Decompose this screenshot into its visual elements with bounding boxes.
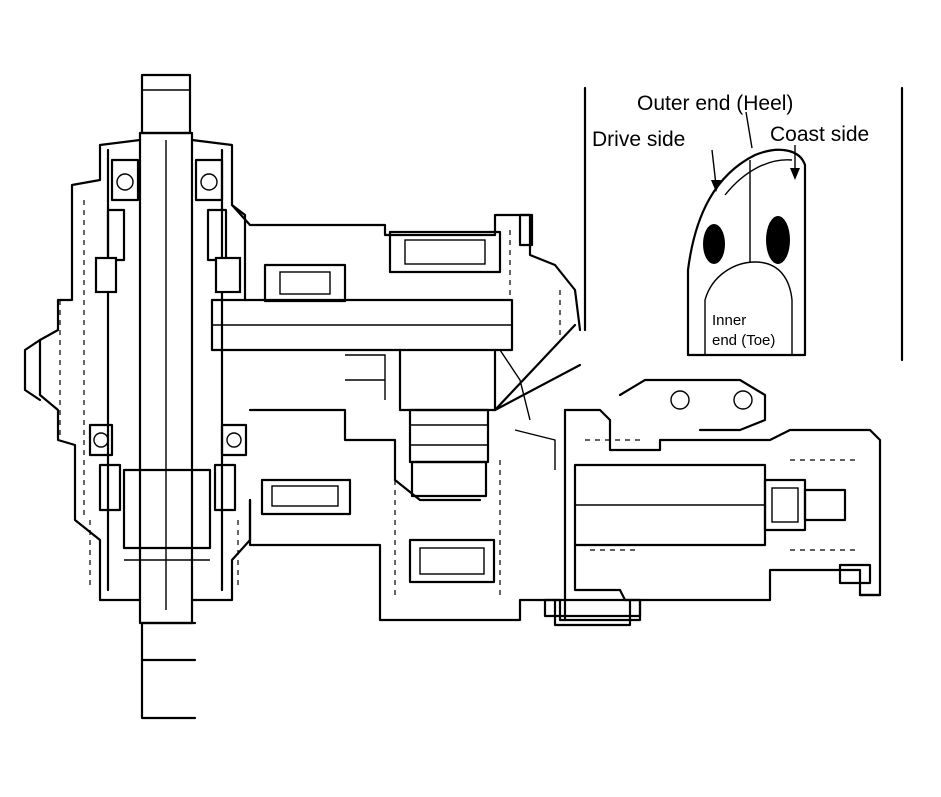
outer-end-heel-label: Outer end (Heel) bbox=[637, 92, 793, 115]
inner-end-label-line1: Inner bbox=[712, 312, 746, 329]
inner-end-label-line2: end (Toe) bbox=[712, 332, 775, 349]
coast-side-label: Coast side bbox=[770, 123, 869, 146]
differential-housing-left bbox=[23, 73, 252, 720]
coast-side-contact-patch bbox=[766, 216, 790, 264]
gear-tooth-outline bbox=[686, 148, 807, 357]
companion-flange-right bbox=[518, 213, 882, 622]
tooth-contact-inset: Outer end (Heel) Drive side Coast side I… bbox=[583, 86, 904, 362]
differential-center-section bbox=[210, 203, 642, 627]
drive-side-label: Drive side bbox=[592, 128, 685, 151]
drive-side-contact-patch bbox=[703, 224, 725, 264]
